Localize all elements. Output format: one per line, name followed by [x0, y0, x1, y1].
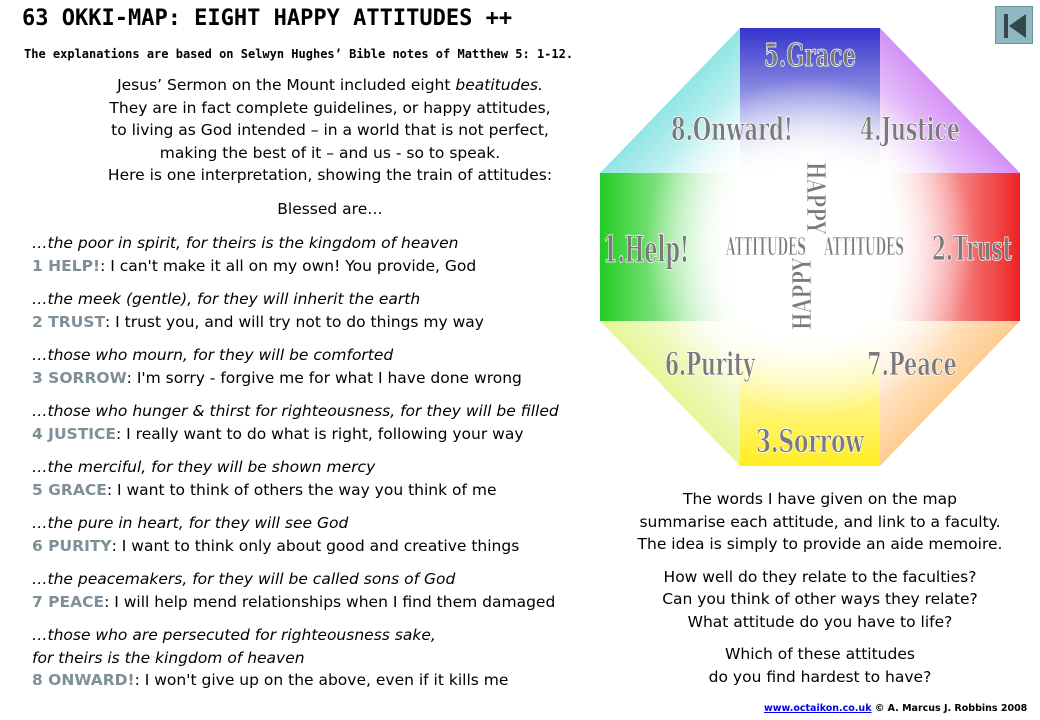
label-trust: 2.Trust [932, 229, 1012, 269]
page-title: 63 OKKI-MAP: EIGHT HAPPY ATTITUDES ++ [22, 6, 513, 31]
beatitude-item: …the peacemakers, for they will be calle… [32, 568, 632, 613]
intro-line-1: Jesus’ Sermon on the Mount included eigh… [117, 76, 456, 94]
beatitude-item: …those who are persecuted for righteousn… [32, 624, 632, 692]
label-sorrow: 3.Sorrow [756, 422, 865, 460]
beatitude-item: …the merciful, for they will be shown me… [32, 456, 632, 501]
reflection-line: The words I have given on the map [683, 490, 957, 508]
copyright-text: © A. Marcus J. Robbins 2008 [871, 703, 1028, 714]
beatitude-quote-continued: for theirs is the kingdom of heaven [32, 648, 305, 667]
octagon-attitude-map: 5.Grace 8.Onward! 4.Justice 1.Help! 2.Tr… [600, 28, 1020, 466]
reflection-paragraph-1: The words I have given on the map summar… [610, 488, 1030, 556]
beatitude-quote: …the merciful, for they will be shown me… [32, 458, 376, 476]
label-peace: 7.Peace [867, 345, 957, 383]
beatitude-text: : I will help mend relationships when I … [104, 592, 556, 611]
skip-back-icon [1004, 14, 1026, 38]
beatitude-quote: …the poor in spirit, for theirs is the k… [32, 234, 459, 252]
label-onward: 8.Onward! [671, 110, 793, 148]
intro-text: Jesus’ Sermon on the Mount included eigh… [60, 74, 600, 187]
reflection-line: do you find hardest to have? [708, 667, 932, 686]
intro-line-3: to living as God intended – in a world t… [111, 121, 549, 139]
blessed-heading: Blessed are… [277, 200, 383, 218]
label-justice: 4.Justice [860, 110, 960, 148]
page-subtitle: The explanations are based on Selwyn Hug… [24, 47, 574, 61]
reflection-line: Which of these attitudes [725, 645, 915, 663]
beatitude-text: : I really want to do what is right, fol… [116, 424, 524, 443]
beatitude-text: : I can't make it all on my own! You pro… [100, 256, 477, 275]
beatitude-item: …the poor in spirit, for theirs is the k… [32, 232, 632, 277]
intro-line-5: Here is one interpretation, showing the … [107, 166, 553, 184]
footer-credit: www.octaikon.co.uk © A. Marcus J. Robbin… [764, 703, 1027, 714]
beatitude-item: …the meek (gentle), for they will inheri… [32, 288, 632, 333]
beatitude-quote: …the peacemakers, for they will be calle… [32, 570, 456, 588]
beatitude-quote: …those who mourn, for they will be comfo… [32, 346, 394, 364]
website-link[interactable]: www.octaikon.co.uk [764, 703, 872, 714]
intro-line-2: They are in fact complete guidelines, or… [109, 98, 551, 117]
label-grace: 5.Grace [764, 36, 856, 74]
label-happy-bottom: HAPPY [788, 258, 818, 330]
beatitude-text: : I want to think only about good and cr… [111, 536, 520, 555]
label-purity: 6.Purity [665, 345, 756, 383]
reflection-text: The words I have given on the map summar… [610, 488, 1030, 698]
beatitude-keyword: 7 PEACE [32, 592, 105, 611]
label-help: 1.Help! [603, 229, 689, 271]
beatitude-quote: …the pure in heart, for they will see Go… [32, 514, 349, 532]
beatitude-quote: …those who are persecuted for righteousn… [32, 626, 436, 644]
beatitude-keyword: 4 JUSTICE [32, 424, 117, 443]
intro-line-1-italic: beatitudes. [455, 76, 543, 94]
beatitude-text: : I'm sorry - forgive me for what I have… [126, 368, 522, 387]
beatitude-keyword: 8 ONWARD! [32, 671, 135, 689]
beatitude-keyword: 2 TRUST [32, 312, 106, 331]
beatitude-quote: …those who hunger & thirst for righteous… [32, 402, 559, 420]
beatitude-keyword: 5 GRACE [32, 480, 107, 499]
beatitude-item: …those who mourn, for they will be comfo… [32, 344, 632, 389]
beatitude-item: …the pure in heart, for they will see Go… [32, 512, 632, 557]
reflection-paragraph-2: How well do they relate to the faculties… [610, 566, 1030, 634]
beatitude-keyword: 3 SORROW [32, 368, 127, 387]
beatitude-list: …the poor in spirit, for theirs is the k… [32, 232, 632, 703]
reflection-paragraph-3: Which of these attitudes do you find har… [610, 643, 1030, 688]
beatitude-keyword: 1 HELP! [32, 256, 101, 275]
reflection-line: What attitude do you have to life? [687, 612, 953, 631]
reflection-line: summarise each attitude, and link to a f… [639, 512, 1001, 531]
beatitude-text: : I want to think of others the way you … [106, 480, 497, 499]
beatitude-text: : I trust you, and will try not to do th… [105, 312, 484, 331]
reflection-line: How well do they relate to the faculties… [663, 567, 977, 586]
beatitude-keyword: 6 PURITY [32, 536, 112, 555]
intro-line-4: making the best of it – and us - so to s… [159, 143, 501, 162]
beatitude-item: …those who hunger & thirst for righteous… [32, 400, 632, 445]
reflection-line: Can you think of other ways they relate? [662, 590, 978, 608]
back-button[interactable] [995, 6, 1033, 44]
label-attitudes-left: ATTITUDES [725, 232, 806, 261]
beatitude-text: : I won't give up on the above, even if … [134, 671, 509, 689]
reflection-line: The idea is simply to provide an aide me… [637, 535, 1003, 553]
label-attitudes-right: ATTITUDES [823, 232, 904, 261]
label-happy-top: HAPPY [800, 162, 830, 234]
beatitude-quote: …the meek (gentle), for they will inheri… [32, 290, 421, 308]
